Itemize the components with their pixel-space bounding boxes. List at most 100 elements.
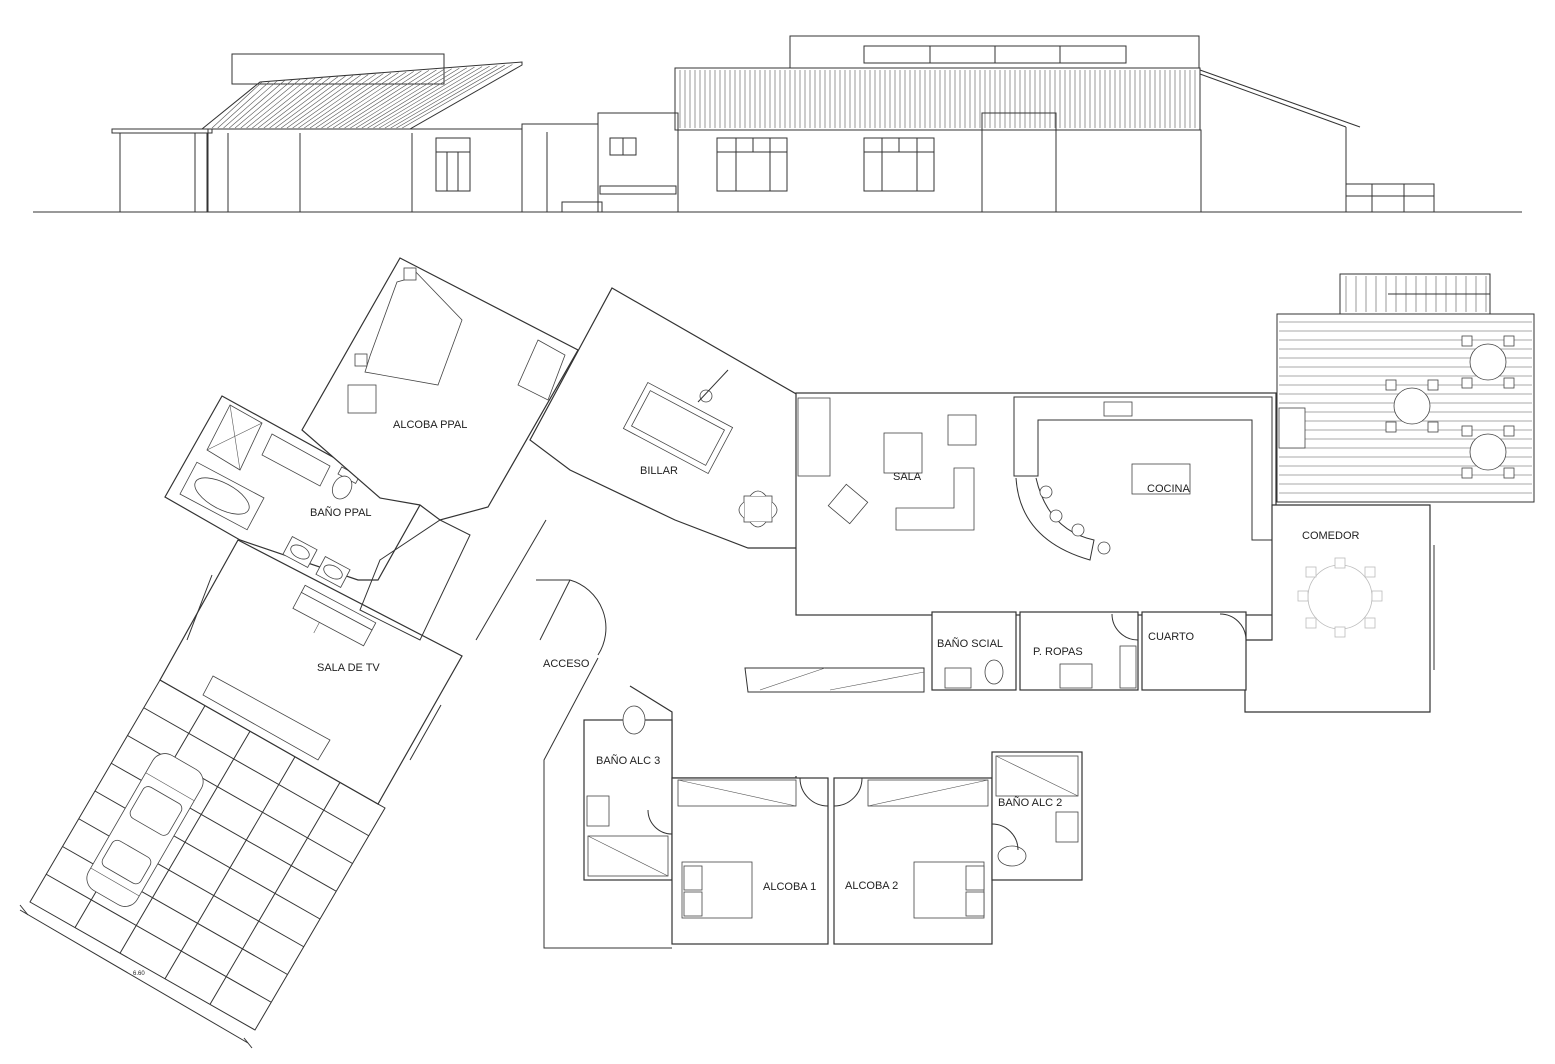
stool-icon (1039, 485, 1053, 499)
sink-icon (315, 556, 351, 588)
bathtub-icon (179, 461, 265, 531)
bathtub-icon (261, 433, 331, 487)
hatch-line (257, 77, 323, 129)
alcoba-ppal-room (301, 257, 579, 641)
window-elevation (716, 137, 788, 192)
hatch-line (315, 72, 399, 129)
window-elevation (863, 137, 935, 192)
round-table-icon (1461, 335, 1515, 389)
car-icon (86, 753, 204, 907)
hatch-line (246, 78, 308, 129)
hatch-line (402, 64, 513, 129)
room-label-cocina: COCINA (1147, 483, 1190, 495)
hatch-line (223, 80, 278, 129)
hatch-line (332, 70, 422, 129)
room-label-comedor: COMEDOR (1302, 530, 1360, 542)
hatch-line (263, 76, 331, 129)
dining-set-icon (738, 490, 778, 528)
sala-de-tv-room (159, 539, 463, 805)
room-label-p-ropas: P. ROPAS (1033, 646, 1083, 658)
hatch-line (298, 73, 376, 129)
hatch-line (344, 69, 437, 129)
hatch-line (143, 707, 369, 837)
hatch-line (367, 67, 468, 129)
stool-icon (1071, 523, 1085, 537)
nightstand-icon (403, 267, 417, 281)
hatch-line (229, 80, 285, 129)
shelf-icon (1119, 645, 1137, 689)
nightstand-icon (354, 353, 368, 367)
closet-icon (517, 339, 566, 401)
room-label-acceso: ACCESO (543, 658, 590, 670)
bedroom-wing (583, 685, 1083, 945)
hatch-line (355, 68, 452, 129)
room-label-alcoba-2: ALCOBA 2 (845, 880, 898, 892)
toilet-icon (997, 845, 1027, 867)
dimension-label: 6.60 (133, 971, 145, 977)
hatch-line (209, 782, 341, 1005)
stool-icon (1097, 541, 1111, 555)
billar-room (529, 287, 799, 549)
dining-table-icon (1297, 557, 1383, 638)
room-label-sala-de-tv: SALA DE TV (317, 662, 380, 674)
hatch-line (384, 65, 490, 129)
bed-icon (364, 267, 463, 386)
pergola-elevation (111, 128, 213, 212)
hatch-line (321, 71, 407, 129)
sink-icon (586, 795, 610, 827)
hatch-line (292, 74, 369, 129)
hatch-line (379, 66, 483, 129)
stool-icon (1049, 509, 1063, 523)
washer-icon (1059, 663, 1093, 689)
window-elevation (435, 137, 471, 192)
dimension-line (19, 909, 249, 1044)
toilet-icon (622, 705, 646, 735)
cuarto-room (1141, 611, 1247, 691)
bano-scial-room (931, 611, 1017, 691)
room-label-bano-ppal: BAÑO PPAL (310, 506, 372, 519)
hatch-line (338, 70, 430, 129)
armchair-icon (947, 414, 977, 446)
hatch-line (269, 76, 339, 129)
floor-plan: ALCOBA PPAL BILLAR SALA COCINA COMEDOR B… (19, 257, 1535, 1049)
room-labels: ALCOBA PPAL BILLAR SALA COCINA COMEDOR B… (133, 419, 1360, 977)
hatch-line (252, 78, 316, 129)
fireplace-icon (797, 397, 831, 477)
sala-room (795, 392, 1277, 616)
coffee-table-icon (883, 432, 923, 474)
room-label-alcoba-1: ALCOBA 1 (763, 881, 816, 893)
acceso-area (475, 519, 672, 949)
hatch-line (286, 74, 361, 129)
sofa-icon (895, 467, 975, 531)
room-label-sala: SALA (893, 471, 922, 483)
link-elevation (521, 112, 679, 213)
kitchen-sink-icon (1103, 401, 1133, 417)
round-table-icon (1385, 379, 1439, 433)
hatch-line (217, 81, 270, 129)
room-label-bano-alc-3: BAÑO ALC 3 (596, 754, 660, 767)
armchair-icon (827, 483, 869, 525)
room-label-bano-scial: BAÑO SCIAL (937, 637, 1003, 650)
hatch-line (211, 81, 263, 129)
grill-icon (1278, 407, 1306, 449)
room-label-bano-alc-2: BAÑO ALC 2 (998, 796, 1062, 809)
hatch-line (280, 75, 354, 129)
comedor-room (1244, 504, 1435, 713)
toilet-icon (984, 659, 1004, 685)
hatch-line (275, 75, 346, 129)
player-icon (697, 369, 729, 403)
toilet-icon (331, 466, 360, 500)
pool-table-icon (622, 381, 734, 475)
hatch-line (234, 79, 293, 129)
sofa-icon (292, 584, 377, 647)
service-rooms (744, 611, 1247, 693)
left-wing-elevation (200, 53, 523, 213)
round-table-icon (1461, 425, 1515, 479)
hatch-line (46, 873, 272, 1003)
room-label-cuarto: CUARTO (1148, 631, 1194, 643)
room-label-alcoba-ppal: ALCOBA PPAL (393, 419, 467, 431)
terrace-deck (1276, 273, 1535, 503)
hatch-line (327, 71, 414, 129)
hatch-line (164, 756, 296, 980)
